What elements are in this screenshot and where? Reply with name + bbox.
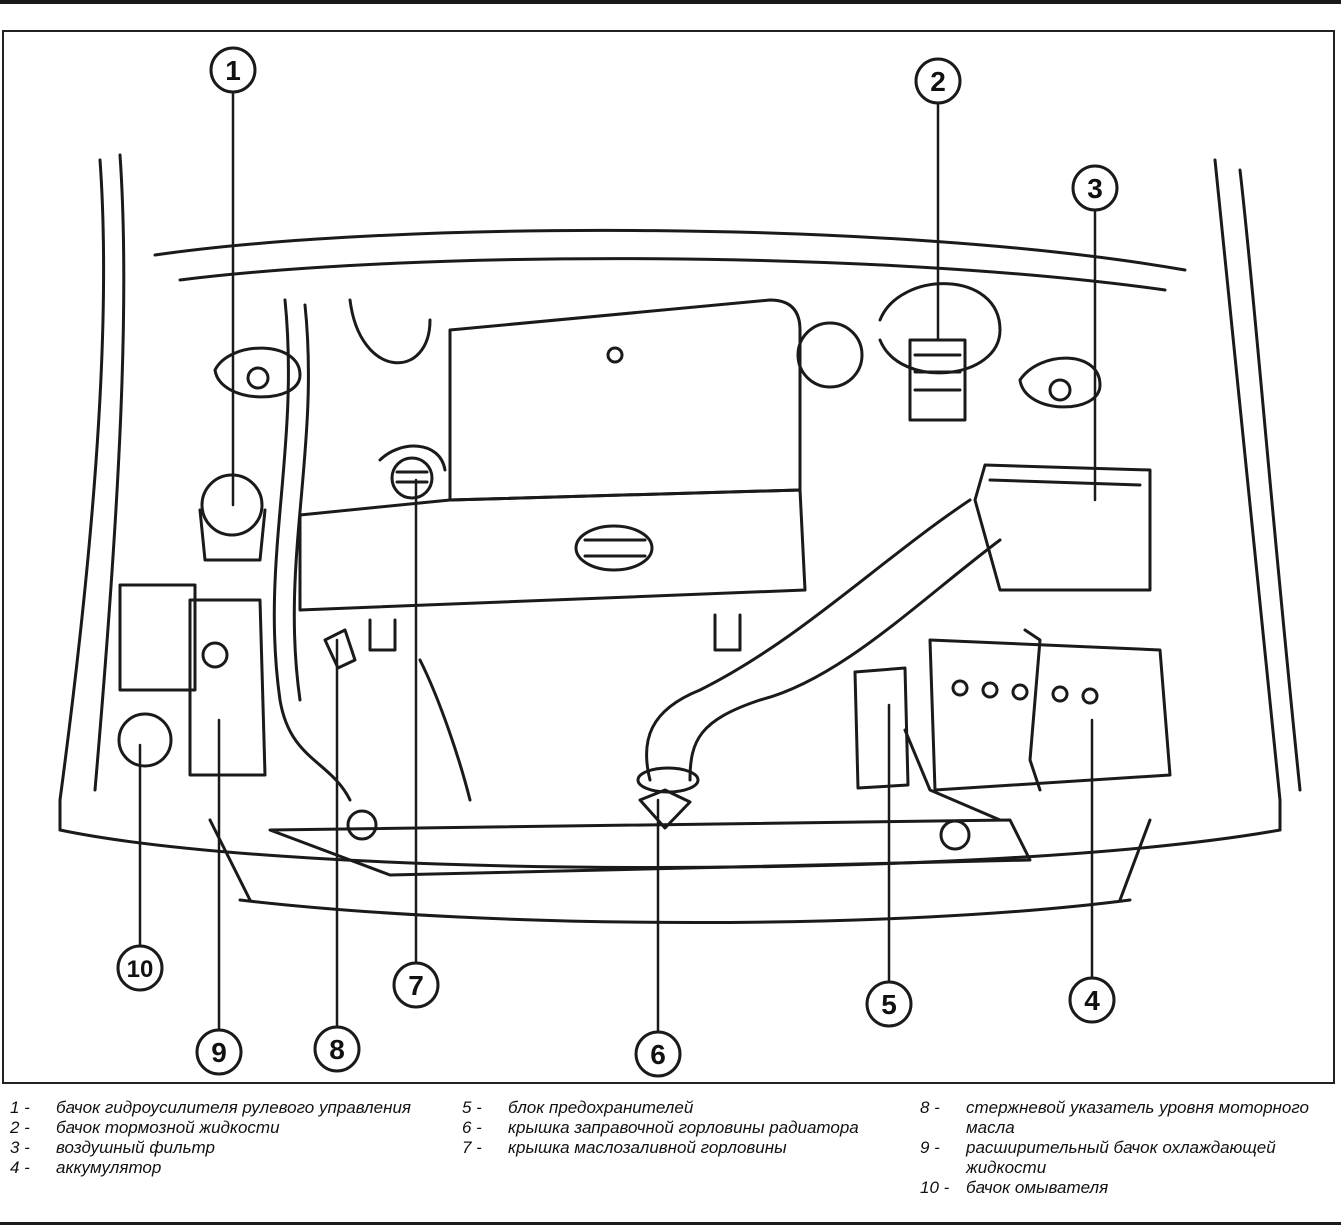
callout-3: 3 bbox=[1071, 164, 1119, 212]
callout-7: 7 bbox=[392, 961, 440, 1009]
callout-2-label: 2 bbox=[930, 66, 946, 97]
leader-lines bbox=[138, 90, 1097, 1034]
callout-3-label: 3 bbox=[1087, 173, 1103, 204]
legend-item-text: бачок тормозной жидкости bbox=[56, 1118, 280, 1137]
callout-1-label: 1 bbox=[225, 55, 241, 86]
legend: 1 - бачок гидроусилителя рулевого управл… bbox=[0, 1098, 1341, 1218]
legend-item-text: аккумулятор bbox=[56, 1158, 162, 1177]
legend-item-number: 7 - bbox=[462, 1138, 482, 1157]
callout-6: 6 bbox=[634, 1030, 682, 1078]
top-rule bbox=[0, 0, 1341, 4]
hoses bbox=[272, 298, 472, 802]
callout-6-label: 6 bbox=[650, 1039, 666, 1070]
legend-item-text: бачок омывателя bbox=[966, 1178, 1109, 1197]
air-filter bbox=[973, 463, 1152, 592]
legend-item: 6 - крышка заправочной горловины радиато… bbox=[462, 1118, 882, 1138]
callout-7-label: 7 bbox=[408, 970, 424, 1001]
oil-filler-cap bbox=[378, 444, 447, 500]
callout-8: 8 bbox=[313, 1025, 361, 1073]
fuse-box bbox=[853, 666, 910, 790]
strut-towers bbox=[213, 346, 1102, 409]
callout-4: 4 bbox=[1068, 976, 1116, 1024]
bottom-rule bbox=[0, 1222, 1341, 1225]
legend-item-number: 3 - bbox=[10, 1138, 30, 1157]
legend-item-number: 8 - bbox=[920, 1098, 940, 1117]
callout-5: 5 bbox=[865, 980, 913, 1028]
legend-item-text: стержневой указатель уровня моторного ма… bbox=[966, 1098, 1309, 1137]
legend-item: 4 - аккумулятор bbox=[10, 1158, 430, 1178]
intake-duct bbox=[636, 498, 1002, 794]
callout-2: 2 bbox=[914, 57, 962, 105]
legend-column-1: 1 - бачок гидроусилителя рулевого управл… bbox=[10, 1098, 430, 1178]
diagram-frame bbox=[2, 30, 1335, 1084]
legend-item-number: 6 - bbox=[462, 1118, 482, 1137]
legend-item-number: 10 - bbox=[920, 1178, 950, 1197]
callout-9: 9 bbox=[195, 1028, 243, 1076]
legend-item: 1 - бачок гидроусилителя рулевого управл… bbox=[10, 1098, 430, 1118]
legend-item-text: крышка заправочной горловины радиатора bbox=[508, 1118, 859, 1137]
legend-item: 7 - крышка маслозаливной горловины bbox=[462, 1138, 882, 1158]
washer-reservoir bbox=[117, 583, 197, 768]
callout-10: 10 bbox=[116, 944, 164, 992]
legend-item-text: крышка маслозаливной горловины bbox=[508, 1138, 787, 1157]
callout-8-label: 8 bbox=[329, 1034, 345, 1065]
legend-item-text: воздушный фильтр bbox=[56, 1138, 215, 1157]
legend-item-number: 9 - bbox=[920, 1138, 940, 1157]
legend-item-text: бачок гидроусилителя рулевого управления bbox=[56, 1098, 411, 1117]
legend-item-number: 4 - bbox=[10, 1158, 30, 1177]
legend-column-2: 5 - блок предохранителей 6 - крышка запр… bbox=[462, 1098, 882, 1158]
legend-item: 5 - блок предохранителей bbox=[462, 1098, 882, 1118]
legend-item-text: блок предохранителей bbox=[508, 1098, 694, 1117]
engine-cover bbox=[298, 298, 807, 652]
cross-member bbox=[268, 809, 1032, 877]
legend-item: 2 - бачок тормозной жидкости bbox=[10, 1118, 430, 1138]
brake-booster bbox=[796, 282, 1002, 422]
oil-dipstick bbox=[323, 628, 357, 670]
legend-item-text: расширительный бачок охлаждающей жидкост… bbox=[966, 1138, 1276, 1177]
legend-item-number: 1 - bbox=[10, 1098, 30, 1117]
engine-bay-diagram: 1 2 3 4 5 6 7 8 9 10 bbox=[58, 46, 1302, 1078]
callout-9-label: 9 bbox=[211, 1037, 227, 1068]
legend-column-3: 8 - стержневой указатель уровня моторног… bbox=[920, 1098, 1335, 1198]
legend-item: 8 - стержневой указатель уровня моторног… bbox=[920, 1098, 1335, 1138]
battery bbox=[903, 628, 1172, 822]
body-outline bbox=[58, 153, 1302, 924]
legend-item: 10 - бачок омывателя bbox=[920, 1178, 1335, 1198]
callout-1: 1 bbox=[209, 46, 257, 94]
legend-item-number: 5 - bbox=[462, 1098, 482, 1117]
callout-5-label: 5 bbox=[881, 989, 897, 1020]
legend-item-number: 2 - bbox=[10, 1118, 30, 1137]
callout-4-label: 4 bbox=[1084, 985, 1100, 1016]
radiator-cap bbox=[638, 788, 692, 830]
coolant-expansion-tank bbox=[188, 598, 267, 777]
callout-10-label: 10 bbox=[127, 956, 154, 983]
legend-item: 9 - расширительный бачок охлаждающей жид… bbox=[920, 1138, 1335, 1178]
legend-item: 3 - воздушный фильтр bbox=[10, 1138, 430, 1158]
